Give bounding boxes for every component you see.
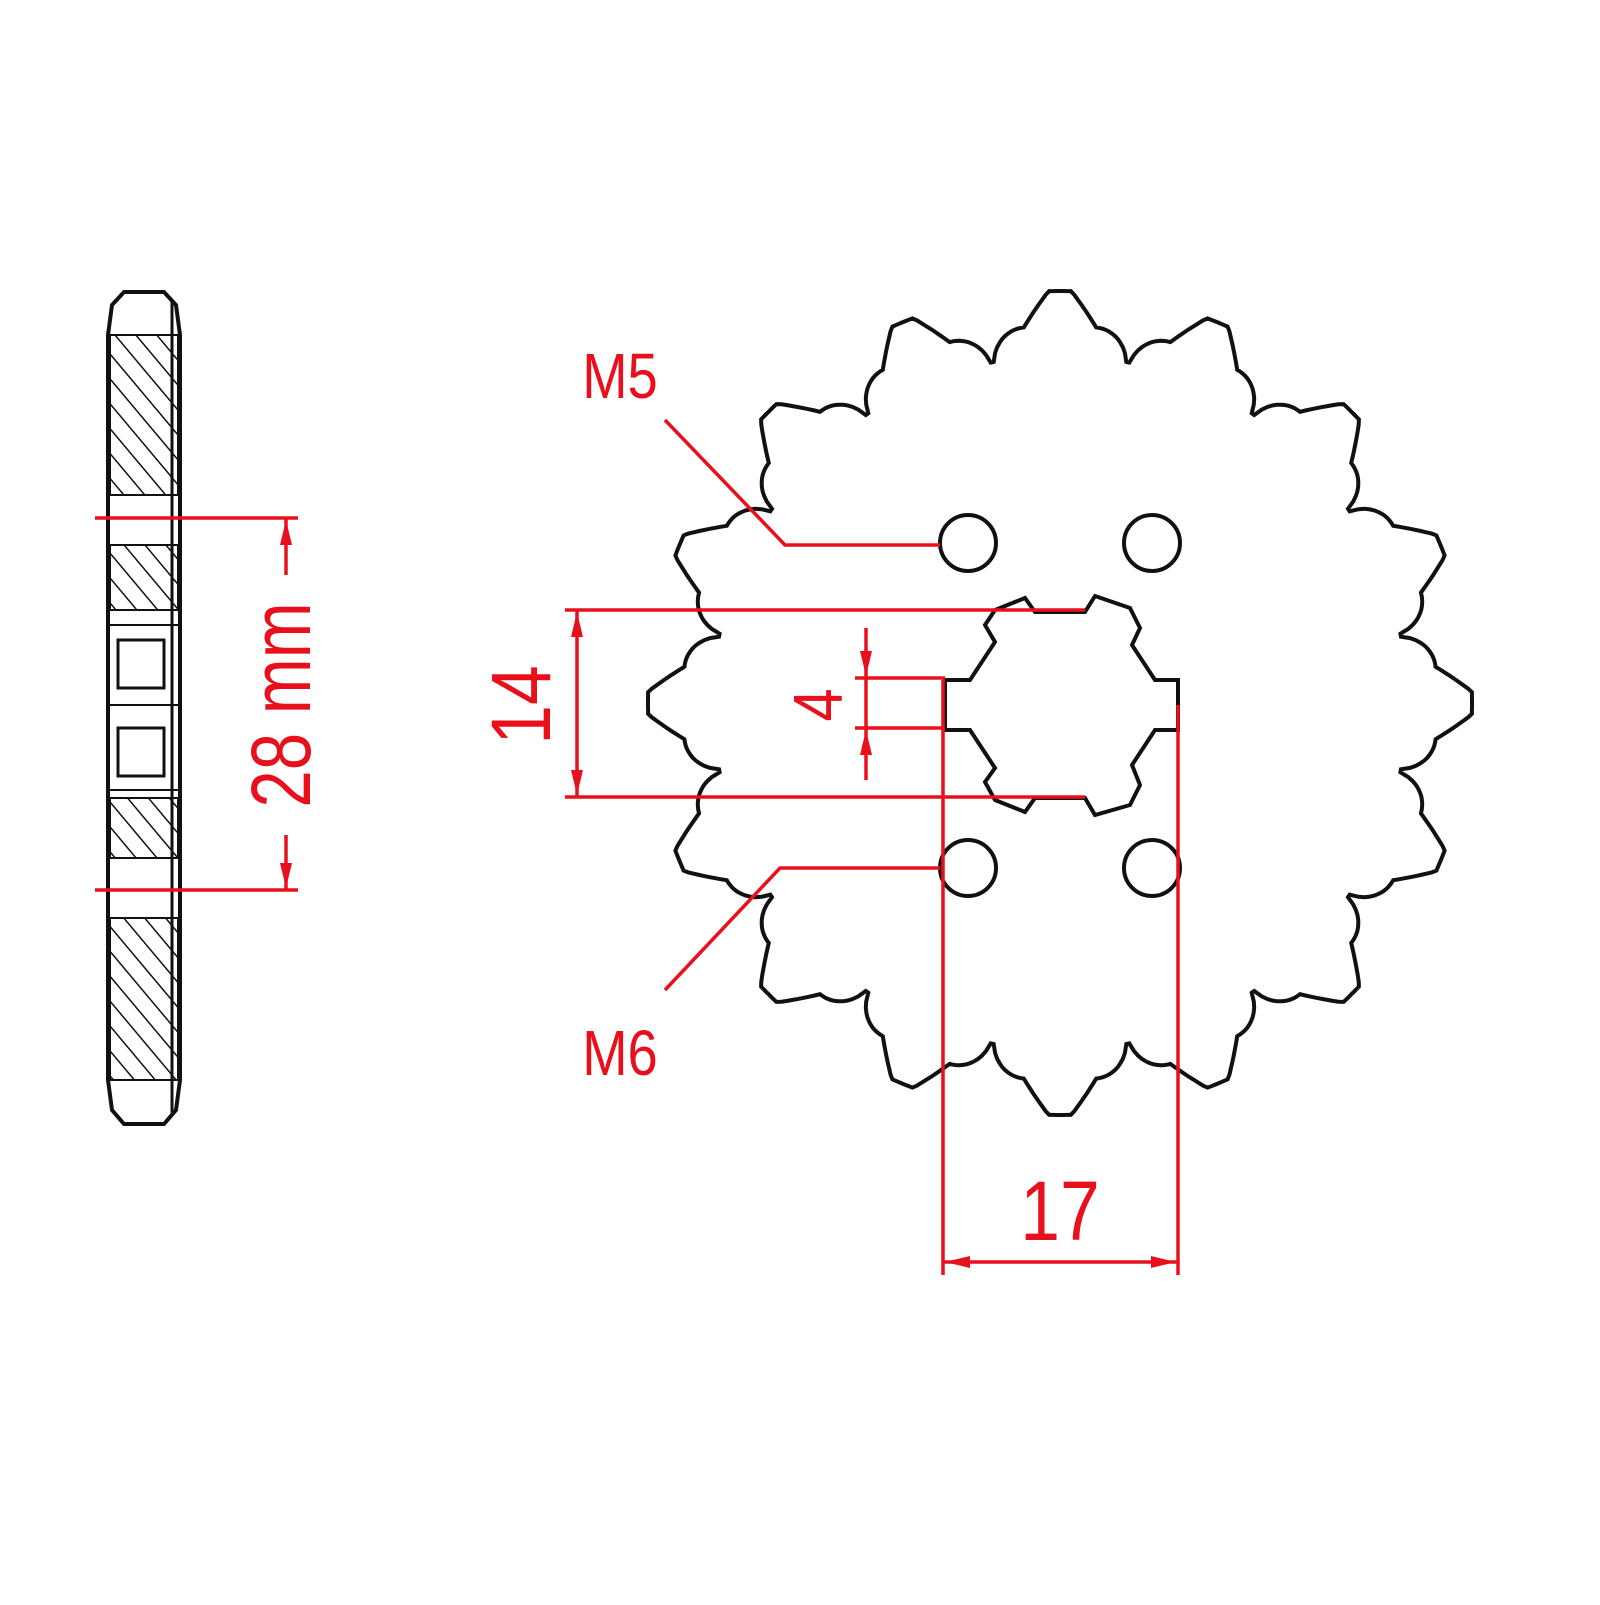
bolt-hole [1122,513,1182,573]
side-view-dimension-label: 28 mm [235,602,329,807]
side-view-outline [106,290,182,1126]
bore-width-dimension-label: 17 [1020,1163,1099,1258]
bolt-hole [1122,838,1182,898]
spline-width-dimension-label: 4 [778,688,857,721]
lower-hole-thread-label: M6 [582,1017,658,1089]
hatched-section [109,797,179,859]
spline-slot [116,638,166,690]
dimensions: 28 mm 14 4 17 M5 M6 [95,340,1180,1275]
hatched-section [109,334,179,496]
upper-hole-thread-label: M5 [582,340,658,412]
spline-slot [116,726,166,778]
hatched-section [109,917,179,1081]
bolt-hole [938,513,998,573]
hatched-section [109,544,179,611]
bore-height-dimension-label: 14 [473,665,568,744]
side-view [106,290,182,1126]
bolt-hole [938,838,998,898]
splined-bore [943,593,1180,818]
front-view [646,289,1474,1117]
sprocket-outline [646,289,1474,1117]
